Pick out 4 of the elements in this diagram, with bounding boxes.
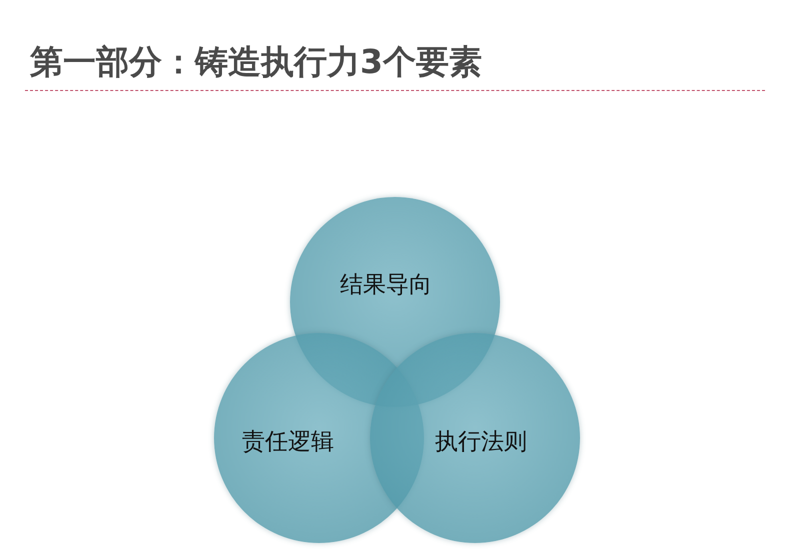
circle-label: 结果导向: [340, 271, 432, 300]
circle-label: 责任逻辑: [242, 428, 334, 457]
title: 第一部分：铸造执行力3个要素: [30, 41, 482, 83]
circle-label: 执行法则: [435, 428, 527, 457]
